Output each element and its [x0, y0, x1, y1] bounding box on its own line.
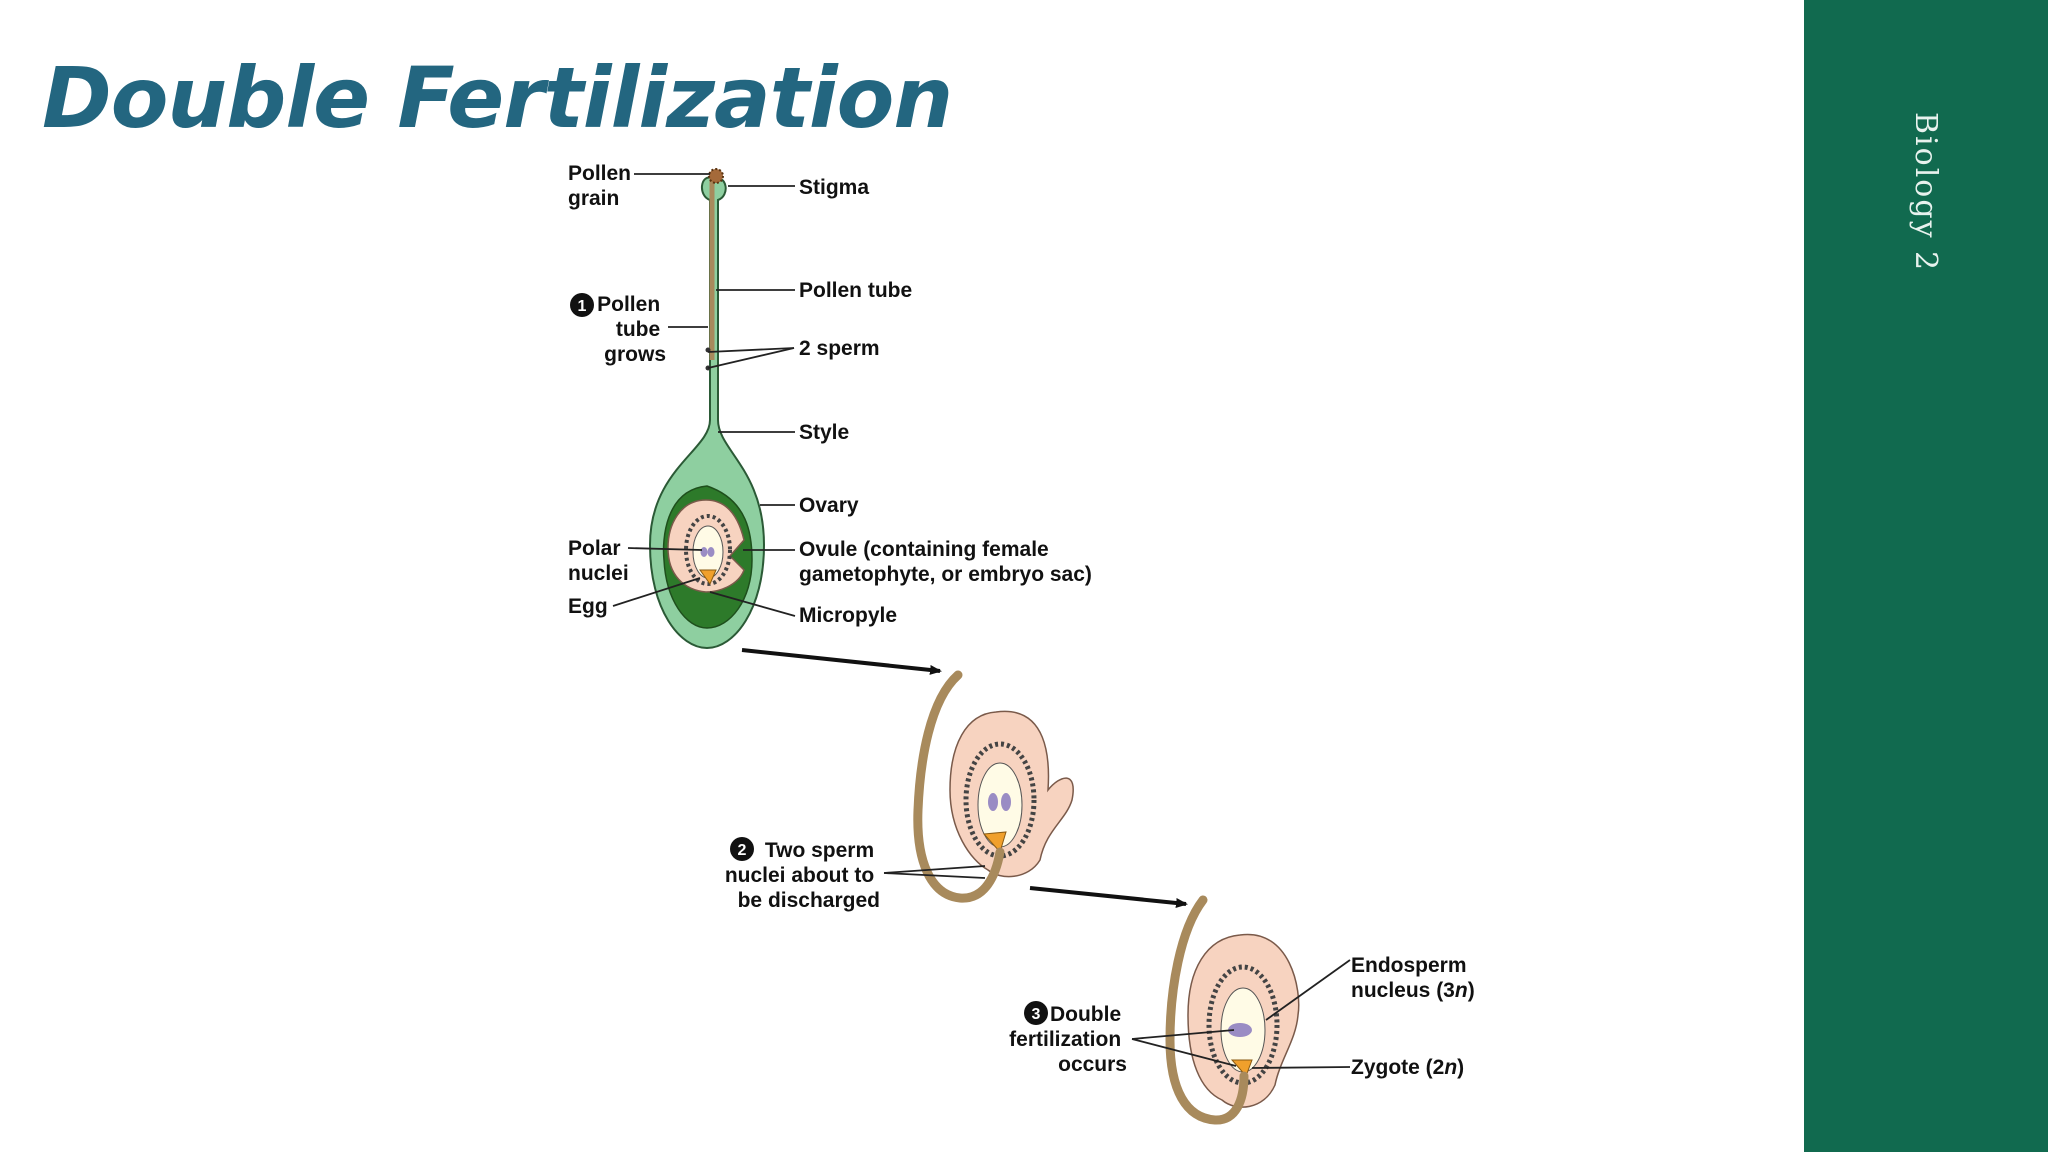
label-style: Style [799, 421, 849, 444]
step-3-badge [1024, 1001, 1048, 1025]
step-2-badge [730, 837, 754, 861]
leader-egg [612, 577, 701, 607]
label-polar-nuclei: Polar nuclei [568, 537, 629, 585]
label-two-sperm: 2 sperm [799, 337, 880, 360]
pollen-grain-shape [708, 168, 724, 184]
endosperm-nucleus-shape [1228, 1023, 1252, 1037]
leader-sperm-a [707, 347, 795, 353]
step-2-text: Two sperm nuclei about to be discharged [725, 839, 880, 912]
step-1-badge [570, 293, 594, 317]
carpel-illustration [648, 168, 766, 650]
step-1-text: Pollen tube grows [597, 293, 666, 366]
pollen-tube-2 [913, 670, 1005, 903]
leader-step-2-a [883, 865, 986, 874]
polar-nucleus-b [707, 547, 715, 557]
leader-sperm-b [707, 347, 795, 369]
leader-endosperm-nucleus [1265, 959, 1351, 1021]
label-ovule: Ovule (containing female gametophyte, or… [799, 538, 1092, 586]
label-stigma: Stigma [799, 176, 869, 199]
label-pollen-grain: Pollen grain [568, 162, 637, 210]
stage-arrow-2 [1029, 886, 1188, 908]
course-label: Biology 2 [1908, 112, 1943, 273]
step-1-number: 1 [578, 298, 587, 315]
zygote-shape [1230, 1059, 1253, 1077]
step-2-number: 2 [738, 842, 747, 859]
polar-nucleus-a [700, 547, 708, 557]
ovule-cell-layer [684, 514, 732, 586]
label-pollen-tube: Pollen tube [799, 279, 912, 302]
egg-cell [699, 569, 717, 586]
leader-step-3-a [1131, 1029, 1235, 1040]
ovule-stage-3 [1165, 895, 1300, 1125]
ovule-stage-2 [913, 670, 1074, 903]
label-zygote: Zygote (2n) [1351, 1056, 1464, 1079]
leader-step-3-b [1131, 1038, 1237, 1067]
leader-step-2-b [883, 872, 986, 879]
leader-polar-nuclei [627, 547, 703, 551]
leader-zygote [1251, 1066, 1351, 1069]
label-egg: Egg [568, 595, 608, 618]
step-3-number: 3 [1032, 1006, 1041, 1023]
label-ovary: Ovary [799, 494, 859, 517]
sidebar-band [1804, 0, 2048, 1152]
leader-micropyle [709, 591, 796, 617]
slide-title: Double Fertilization [42, 49, 953, 147]
step-3-text: Double fertilization occurs [1009, 1003, 1127, 1076]
label-micropyle: Micropyle [799, 604, 897, 627]
pollen-tube-3 [1165, 895, 1249, 1125]
stage-arrow-1 [741, 648, 942, 675]
label-endosperm-nucleus: Endosperm nucleus (3n) [1351, 954, 1475, 1002]
